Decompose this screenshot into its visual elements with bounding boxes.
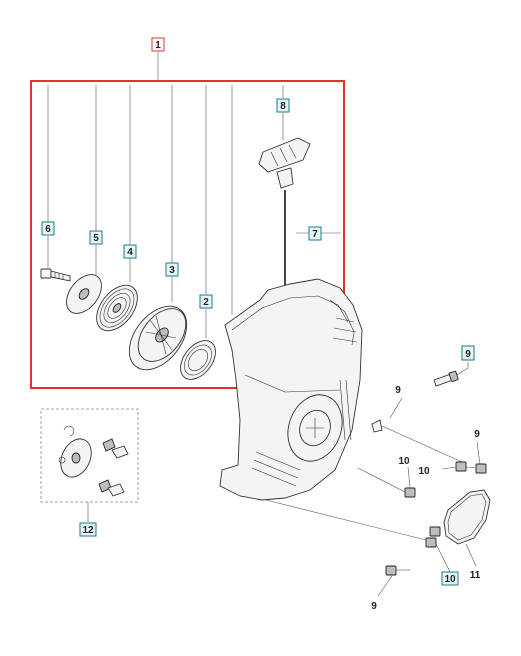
screw-9d-10c	[265, 499, 451, 597]
callout-5: 5	[89, 230, 103, 245]
assembly-leader-lines	[47, 85, 341, 315]
recoil-spring-part-2	[180, 309, 216, 380]
callout-8: 8	[276, 98, 290, 113]
svg-text:4: 4	[127, 247, 133, 258]
screw-9a	[433, 362, 469, 387]
svg-text:10: 10	[444, 574, 456, 585]
svg-text:5: 5	[93, 233, 99, 244]
callout-12: 12	[79, 522, 97, 537]
svg-text:8: 8	[280, 101, 286, 112]
starter-handle-part-8	[258, 113, 311, 189]
callout-6: 6	[41, 221, 55, 236]
svg-text:1: 1	[155, 40, 161, 51]
plain-labels: 9 9 10 10 11 9	[371, 385, 481, 612]
kit-part-12-inset	[40, 408, 139, 522]
cover-part-11	[443, 489, 491, 567]
pulley-part-3	[128, 277, 188, 371]
callout-9a: 9	[461, 345, 475, 361]
washer-part-5	[66, 245, 102, 314]
label-9b: 9	[395, 385, 401, 396]
svg-text:6: 6	[45, 224, 51, 235]
screw-9b	[371, 397, 463, 463]
bolt-part-6	[40, 236, 71, 282]
svg-text:2: 2	[203, 297, 209, 308]
callout-10c: 10	[441, 571, 459, 586]
callout-7: 7	[308, 226, 322, 241]
starter-housing	[219, 278, 363, 501]
callout-4: 4	[123, 244, 137, 259]
screw-10b-9c	[441, 441, 487, 474]
assembly-highlight-frame	[30, 80, 345, 389]
svg-text:9: 9	[465, 349, 471, 360]
svg-text:3: 3	[169, 265, 175, 276]
spring-part-4	[96, 258, 138, 332]
label-11: 11	[470, 570, 481, 581]
label-10a: 10	[398, 456, 410, 467]
label-9d: 9	[371, 601, 377, 612]
screw-10a	[357, 466, 416, 498]
label-9c: 9	[474, 429, 480, 440]
screws	[265, 362, 487, 597]
svg-text:12: 12	[82, 525, 94, 536]
label-10b: 10	[418, 466, 430, 477]
callout-3: 3	[165, 262, 179, 277]
svg-text:7: 7	[312, 229, 318, 240]
callout-1: 1	[151, 37, 165, 52]
callout-2: 2	[199, 294, 213, 309]
